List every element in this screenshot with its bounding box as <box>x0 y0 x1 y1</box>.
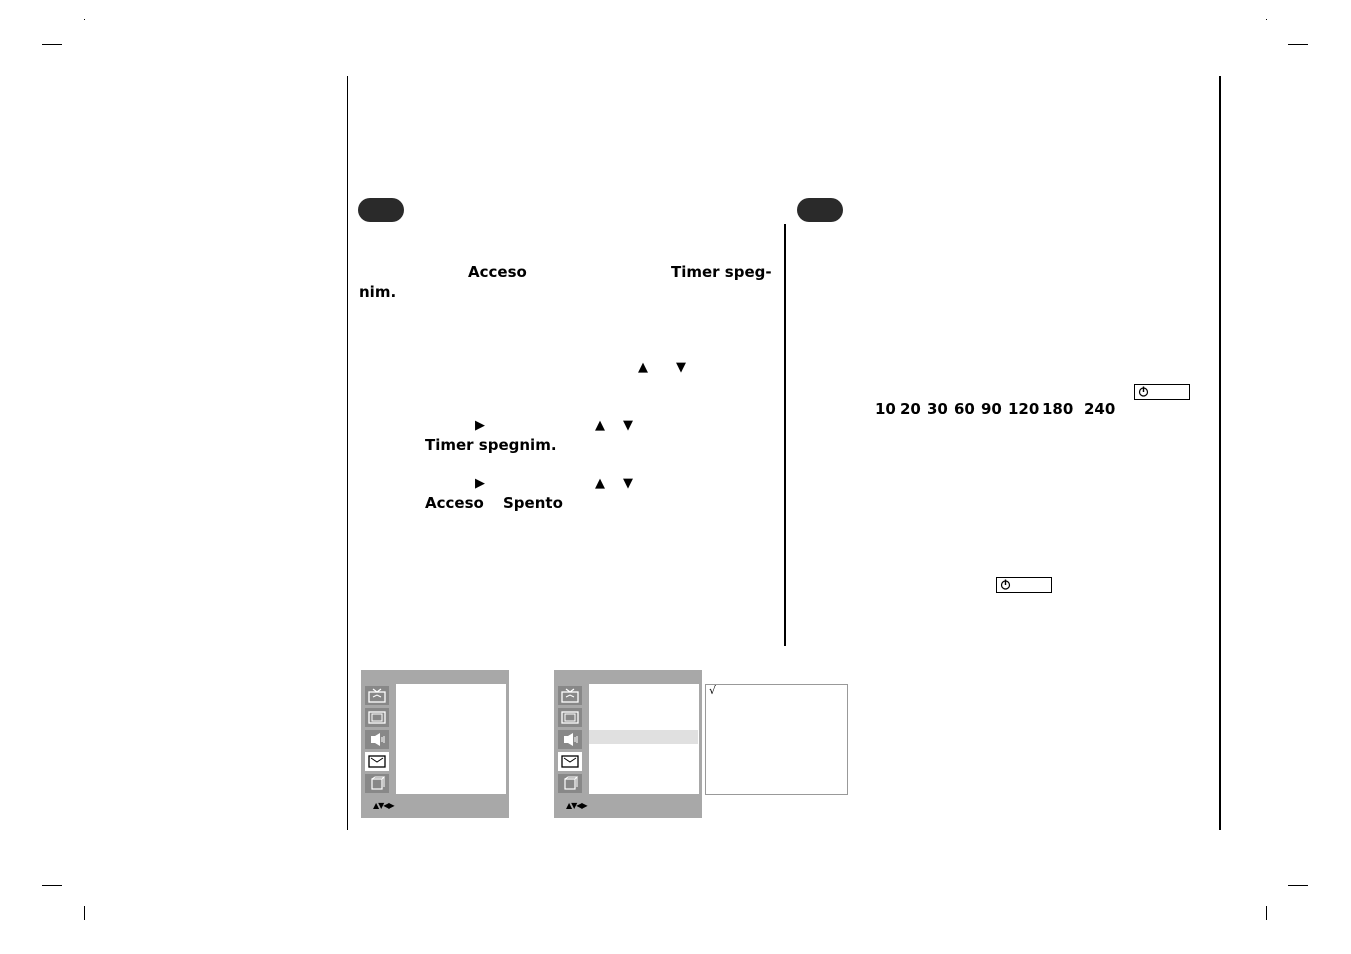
power-icon <box>1000 579 1011 590</box>
right-arrow-icon: ▶ <box>475 476 485 491</box>
timer-spegnim-label: Timer spegnim. <box>425 436 557 454</box>
sleep-time-30: 30 <box>927 400 948 418</box>
timer-submenu: √ <box>705 684 848 795</box>
sleep-time-180: 180 <box>1042 400 1074 418</box>
osd-menu-panel <box>396 684 506 794</box>
down-arrow-icon: ▼ <box>623 476 633 491</box>
picture-icon <box>365 708 389 727</box>
up-arrow-icon: ▲ <box>638 360 648 375</box>
crop-dot-top-right <box>1266 19 1267 20</box>
nav-hint: ▲▼◀▶ <box>566 801 588 810</box>
sound-icon <box>365 730 389 749</box>
timer-speg-label: Timer speg- <box>671 263 772 281</box>
sleep-time-120: 120 <box>1008 400 1040 418</box>
sleep-timer-indicator <box>1134 384 1190 400</box>
crop-tick-bottom-left <box>84 906 85 920</box>
sleep-time-20: 20 <box>900 400 921 418</box>
sleep-time-90: 90 <box>981 400 1002 418</box>
nim-label: nim. <box>359 283 397 301</box>
sleep-timer-indicator-2 <box>996 577 1052 593</box>
acceso-option-label: Acceso <box>425 494 484 512</box>
special-icon <box>365 774 389 793</box>
section-pill-right <box>797 198 843 222</box>
sleep-time-values: 10 20 30 60 90 120 180 240 <box>875 400 1135 420</box>
right-page-border <box>1219 76 1221 830</box>
special-icon <box>558 774 582 793</box>
column-divider <box>784 224 786 646</box>
crop-mark-top-left <box>42 44 62 45</box>
down-arrow-icon: ▼ <box>623 418 633 433</box>
spento-option-label: Spento <box>503 494 563 512</box>
picture-icon <box>558 708 582 727</box>
acceso-label: Acceso <box>468 263 527 281</box>
tv-icon <box>365 686 389 705</box>
tv-icon <box>558 686 582 705</box>
crop-mark-bottom-left <box>42 885 62 886</box>
crop-tick-bottom-right <box>1266 906 1267 920</box>
sleep-time-60: 60 <box>954 400 975 418</box>
power-icon <box>1138 386 1149 397</box>
clock-icon <box>365 752 389 771</box>
check-icon: √ <box>709 684 717 697</box>
sleep-time-10: 10 <box>875 400 896 418</box>
left-page-border <box>347 76 348 830</box>
osd-menu-2: ▲▼◀▶ <box>554 670 702 818</box>
osd-menu-highlight <box>589 730 698 744</box>
sleep-time-240: 240 <box>1084 400 1116 418</box>
crop-mark-bottom-right <box>1288 885 1308 886</box>
right-arrow-icon: ▶ <box>475 418 485 433</box>
crop-mark-top-right <box>1288 44 1308 45</box>
nav-hint: ▲▼◀▶ <box>373 801 395 810</box>
up-arrow-icon: ▲ <box>595 476 605 491</box>
sound-icon <box>558 730 582 749</box>
up-arrow-icon: ▲ <box>595 418 605 433</box>
crop-dot-top-left <box>84 19 85 20</box>
osd-menu-1: ▲▼◀▶ <box>361 670 509 818</box>
section-pill-left <box>358 198 404 222</box>
down-arrow-icon: ▼ <box>676 360 686 375</box>
clock-icon <box>558 752 582 771</box>
